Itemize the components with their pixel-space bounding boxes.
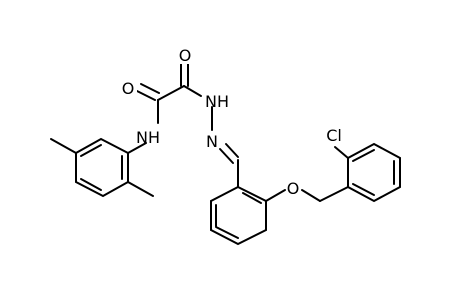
dimethyl-ring-double-3 bbox=[80, 144, 102, 157]
atom-n-imine: N bbox=[206, 132, 218, 151]
chloro-ring-double-3 bbox=[352, 183, 375, 196]
bond-o-ch2 bbox=[301, 189, 321, 202]
bond-ch2-ring bbox=[319, 186, 349, 202]
dimethylphenyl-ring bbox=[75, 137, 129, 198]
bond-n-ch-double bbox=[219, 148, 234, 164]
bond-n-ch bbox=[225, 143, 239, 158]
bond-c2-nh bbox=[183, 85, 202, 97]
atom-nh-hydrazide: NH bbox=[205, 92, 229, 111]
chlorobenzyl-ring bbox=[347, 142, 401, 203]
central-ring-double-1 bbox=[242, 192, 262, 204]
bond-methyl-ortho bbox=[127, 181, 154, 197]
central-benzene-ring bbox=[210, 185, 267, 246]
bond-ring-o-ether bbox=[265, 189, 286, 202]
bond-methyl-meta bbox=[50, 138, 77, 154]
atom-o-lower: O bbox=[122, 79, 135, 98]
atom-o-ether: O bbox=[287, 179, 300, 198]
central-ring-double-2 bbox=[215, 226, 239, 239]
chloro-ring-double-1 bbox=[352, 149, 375, 162]
bond-c1-o-lower-double bbox=[140, 83, 160, 94]
bond-c1-o-lower bbox=[136, 90, 156, 101]
dimethyl-ring-double-2 bbox=[80, 178, 102, 191]
bond-ring-cl bbox=[334, 146, 349, 159]
atom-cl: Cl bbox=[326, 126, 342, 145]
atom-o-upper: O bbox=[179, 46, 192, 65]
bond-c1-c2 bbox=[157, 85, 185, 101]
bond-amide-n-ring bbox=[127, 142, 147, 154]
atom-nh-amide: NH bbox=[136, 128, 160, 147]
